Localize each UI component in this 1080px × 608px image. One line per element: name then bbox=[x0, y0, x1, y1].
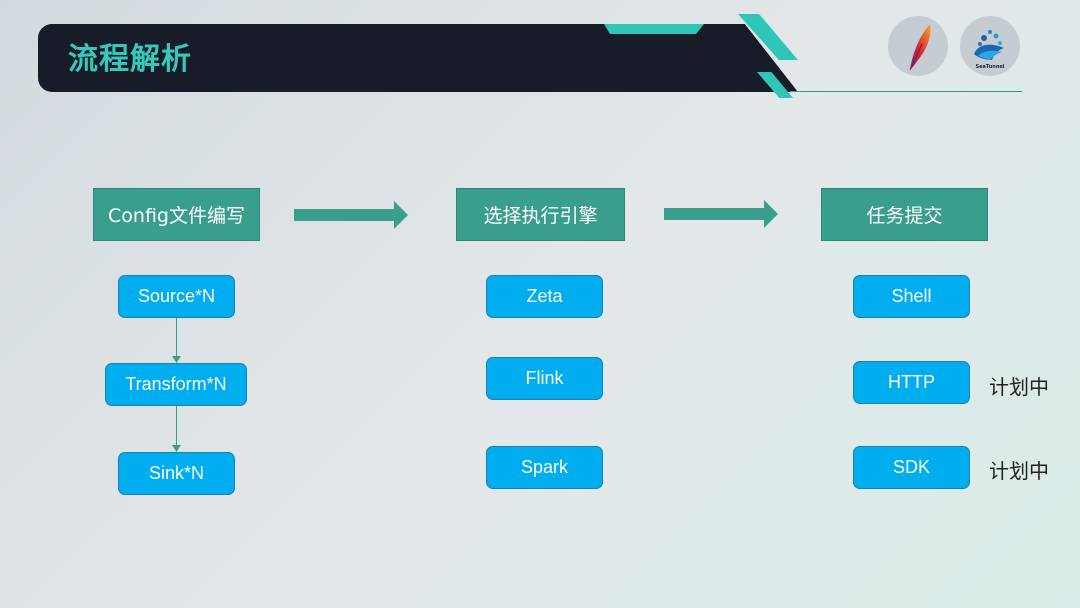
item-source: Source*N bbox=[118, 275, 235, 318]
banner-accent bbox=[604, 24, 704, 34]
slide-title: 流程解析 bbox=[68, 42, 192, 77]
item-sink: Sink*N bbox=[118, 452, 235, 495]
header-config: Config文件编写 bbox=[93, 188, 260, 241]
header-submit: 任务提交 bbox=[821, 188, 988, 241]
item-transform: Transform*N bbox=[105, 363, 247, 406]
title-banner bbox=[38, 24, 798, 92]
item-spark: Spark bbox=[486, 446, 603, 489]
arrow-right-icon bbox=[664, 200, 778, 228]
seatunnel-wave-icon bbox=[974, 30, 1004, 60]
item-flink: Flink bbox=[486, 357, 603, 400]
connector-line bbox=[176, 406, 177, 451]
seatunnel-logo: SeaTunnel bbox=[960, 16, 1020, 76]
item-shell: Shell bbox=[853, 275, 970, 318]
item-zeta: Zeta bbox=[486, 275, 603, 318]
arrow-down-icon bbox=[172, 445, 181, 452]
arrow-down-icon bbox=[172, 356, 181, 363]
seatunnel-logo-text: SeaTunnel bbox=[975, 64, 1005, 70]
apache-feather-icon bbox=[909, 24, 931, 71]
note-planned-sdk: 计划中 bbox=[989, 459, 1049, 483]
connector-line bbox=[176, 318, 177, 362]
item-http: HTTP bbox=[853, 361, 970, 404]
apache-logo bbox=[888, 16, 948, 76]
arrow-right-icon bbox=[294, 201, 408, 229]
header-engine: 选择执行引擎 bbox=[456, 188, 625, 241]
item-sdk: SDK bbox=[853, 446, 970, 489]
note-planned-http: 计划中 bbox=[989, 375, 1049, 399]
banner-underline bbox=[790, 91, 1022, 92]
